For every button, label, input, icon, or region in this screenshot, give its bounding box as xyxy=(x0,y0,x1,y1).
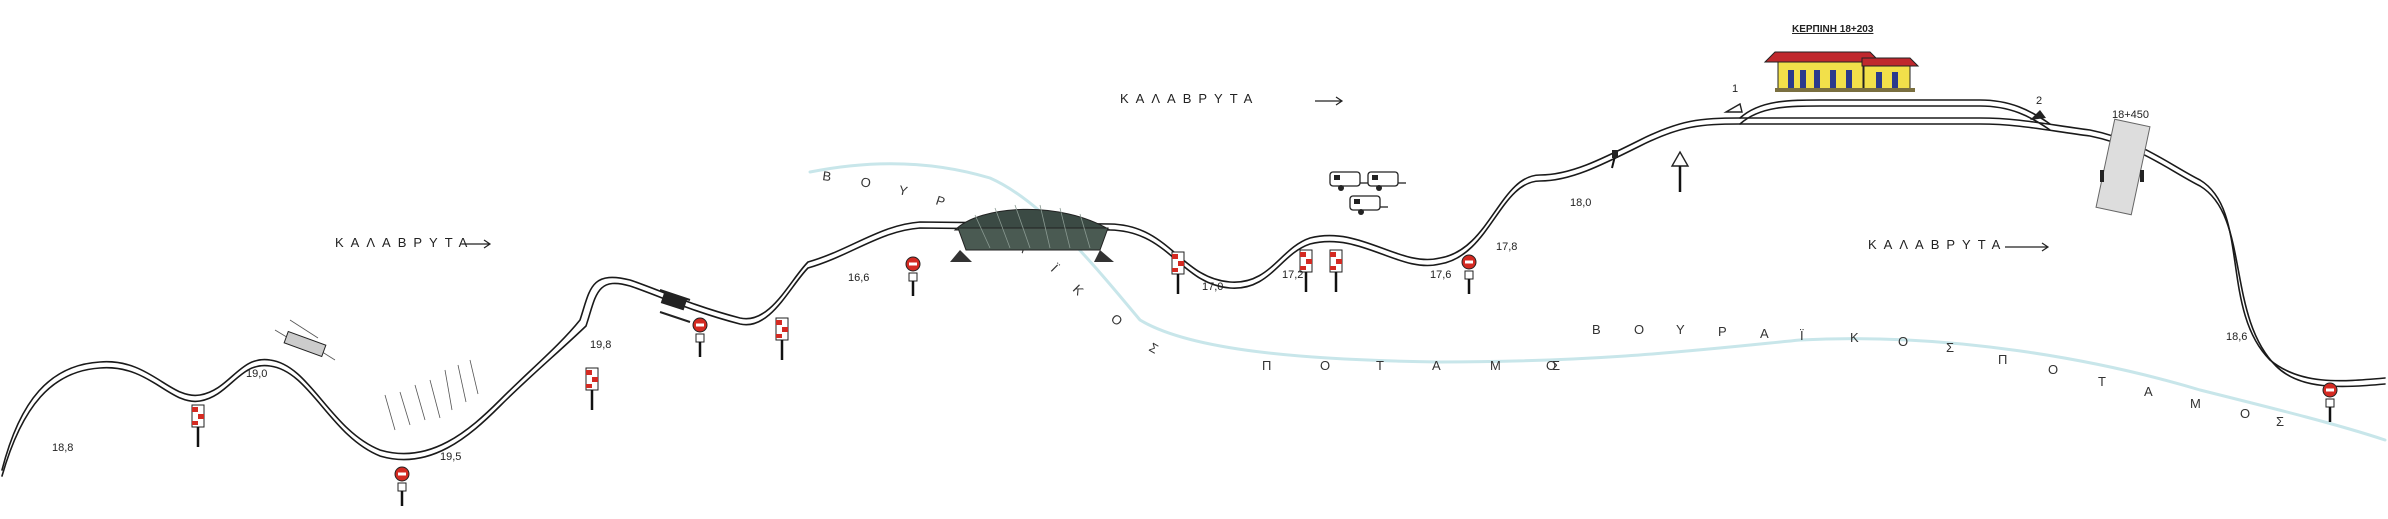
river-letter: Π xyxy=(1262,358,1273,373)
no-entry-signs xyxy=(393,253,2339,508)
river-letter: Υ xyxy=(897,182,911,199)
river-letter: Ο xyxy=(2240,406,2252,421)
level-crossing-board-icon xyxy=(1328,248,1344,294)
river-letter: Α xyxy=(1432,358,1443,373)
km-mark: 19,8 xyxy=(590,339,611,351)
km-mark: 16,6 xyxy=(848,272,869,284)
river-letter: Π xyxy=(1998,352,2009,367)
no-entry-sign-icon xyxy=(1460,253,1478,296)
river-letter: Ο xyxy=(1898,334,1910,349)
crossing-boards xyxy=(190,248,1344,449)
river-letter: Ο xyxy=(1634,322,1646,337)
river xyxy=(808,162,2387,442)
km-mark: 17,0 xyxy=(1202,281,1223,293)
small-bridge xyxy=(659,289,691,323)
river-letter: Κ xyxy=(1850,330,1861,345)
river-letter: Α xyxy=(1760,326,1771,341)
river-letter: Ο xyxy=(1108,311,1127,330)
switch-label: 2 xyxy=(2036,95,2042,107)
river-letter: Β xyxy=(822,168,835,184)
river-label-upper: Β Ο Υ Ρ Α Ϊ Κ Ο Σ xyxy=(822,168,1163,358)
river-label-lower: Π Ο Τ Α Μ Ο Σ xyxy=(1262,358,1562,373)
km-mark: 18,6 xyxy=(2226,331,2247,343)
level-crossing-board-icon xyxy=(774,316,790,362)
direction-label: ΚΑΛΑΒΡΥΤΑ xyxy=(1120,91,1259,106)
river-letter: Β xyxy=(1592,322,1603,337)
river-letter: Υ xyxy=(1676,322,1687,337)
river-letter: Ο xyxy=(1546,358,1558,373)
km-mark: 18,0 xyxy=(1570,197,1591,209)
kerpini-station xyxy=(1763,51,1920,92)
river-letter: Μ xyxy=(1490,358,1503,373)
cutting-label: 18+450 xyxy=(2112,109,2149,121)
embankment-hatching xyxy=(274,319,479,431)
km-mark: 17,8 xyxy=(1496,241,1517,253)
warning-triangle-icon xyxy=(1670,150,1690,192)
river-letter: Μ xyxy=(2190,396,2203,411)
km-mark: 19,0 xyxy=(246,368,267,380)
river-letter: Ο xyxy=(1320,358,1332,373)
river-letter: Ρ xyxy=(1718,324,1729,339)
level-crossing-board-icon xyxy=(190,403,206,449)
no-entry-sign-icon xyxy=(691,316,709,359)
river-letter: Ϊ xyxy=(1800,328,1806,343)
river-letter: Ρ xyxy=(934,193,949,211)
railway-track xyxy=(1,99,2386,477)
river-bridge xyxy=(950,204,1114,262)
level-crossing-board-icon xyxy=(1170,250,1186,296)
river-letter: Κ xyxy=(1070,282,1088,300)
no-entry-sign-icon xyxy=(393,465,411,508)
river-letter: Σ xyxy=(1552,358,1562,373)
km-mark: 19,5 xyxy=(440,451,461,463)
cutting-18-450 xyxy=(2095,118,2151,216)
river-letter: Ο xyxy=(859,174,874,191)
river-letter: Σ xyxy=(1147,340,1163,358)
km-mark: 17,6 xyxy=(1430,269,1451,281)
no-entry-sign-icon xyxy=(904,255,922,298)
switch-label: 1 xyxy=(1732,83,1738,95)
direction-labels: ΚΑΛΑΒΡΥΤΑ ΚΑΛΑΒΡΥΤΑ ΚΑΛΑΒΡΥΤΑ xyxy=(335,91,2050,252)
river-label-right-upper: Β Ο Υ Ρ Α Ϊ Κ Ο Σ xyxy=(1592,322,1956,355)
river-letter: Σ xyxy=(1946,340,1956,355)
direction-label: ΚΑΛΑΒΡΥΤΑ xyxy=(335,235,474,250)
level-crossing-board-icon xyxy=(584,366,600,412)
caravan-icon xyxy=(1329,171,1407,216)
river-letter: Α xyxy=(2144,384,2155,399)
river-letter: Σ xyxy=(2276,414,2286,429)
river-letter: Ϊ xyxy=(1048,262,1063,277)
kilometre-marks: 18,8 19,0 19,5 19,8 16,6 17,0 17,2 17,6 … xyxy=(52,197,2247,463)
station-name: ΚΕΡΠΙΝΗ 18+203 xyxy=(1792,24,1874,35)
river-letter: Τ xyxy=(2098,374,2108,389)
embankment-block xyxy=(283,330,327,358)
river-letter: Τ xyxy=(1376,358,1386,373)
switch-markers: 1 2 xyxy=(1723,83,2046,120)
direction-label: ΚΑΛΑΒΡΥΤΑ xyxy=(1868,237,2007,252)
km-mark: 18,8 xyxy=(52,442,73,454)
no-entry-sign-icon xyxy=(2321,381,2339,424)
signal-post-icon xyxy=(1611,150,1618,169)
river-letter: Ο xyxy=(2048,362,2060,377)
river-label-right-lower: Π Ο Τ Α Μ Ο Σ xyxy=(1998,352,2286,429)
km-mark: 17,2 xyxy=(1282,269,1303,281)
